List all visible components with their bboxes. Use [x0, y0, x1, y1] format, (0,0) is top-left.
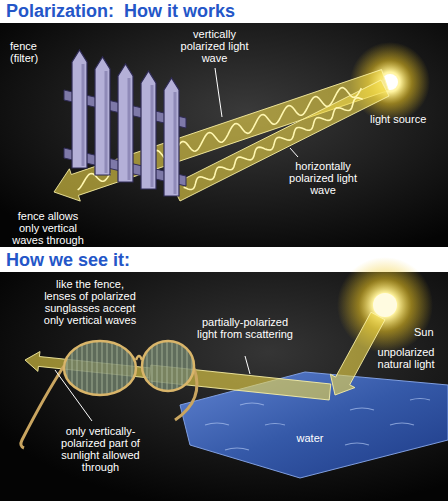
water-ripples — [205, 399, 430, 451]
fence-picket — [95, 57, 110, 175]
lens-line — [72, 335, 73, 400]
callout-label: light source — [370, 113, 440, 125]
leader-lines — [55, 68, 298, 421]
fence-shading — [82, 64, 85, 166]
callout-label: fence allows only vertical waves through — [8, 210, 88, 246]
lens-line — [97, 335, 98, 400]
sun — [373, 293, 397, 317]
callout-label: Sun — [414, 326, 444, 338]
callout-label: only vertically-polarized part of sunlig… — [48, 425, 153, 473]
fence-picket — [118, 64, 133, 182]
callout-label: partially-polarized light from scatterin… — [195, 316, 295, 340]
sun-glow — [337, 257, 433, 353]
fence-picket — [141, 71, 156, 189]
fence-shading — [151, 85, 154, 187]
top-panel — [0, 23, 448, 247]
lens-line — [92, 335, 93, 400]
ripple — [240, 403, 264, 405]
lens-line — [127, 335, 128, 400]
bottom-panel — [0, 272, 448, 501]
leader-line — [245, 356, 250, 374]
fence-shading — [128, 78, 131, 180]
lens-line — [107, 335, 108, 400]
callout-label: horizontally polarized light wave — [283, 160, 363, 196]
glasses-lens — [142, 341, 194, 391]
lens-line — [62, 335, 63, 400]
lens-line — [67, 335, 68, 400]
lens-line — [112, 335, 113, 400]
lens-line — [87, 335, 88, 400]
section-heading: How we see it: — [6, 249, 130, 271]
leader-line — [290, 148, 298, 157]
glasses-frame — [64, 341, 136, 395]
leader-line — [215, 68, 222, 117]
lens-line — [132, 335, 133, 400]
ripple — [265, 424, 285, 426]
ripple — [205, 423, 229, 425]
lens-line — [147, 335, 148, 400]
callout-label: vertically polarized light wave — [172, 28, 257, 64]
callout-label: water — [288, 432, 332, 444]
light-beam — [330, 312, 385, 395]
fence-picket — [164, 78, 179, 196]
glasses-bridge — [136, 356, 142, 360]
lens-line — [102, 335, 103, 400]
fence-shading — [105, 71, 108, 173]
lens-line — [187, 335, 188, 400]
callout-label: fence (filter) — [10, 40, 60, 64]
callout-label: like the fence, lenses of polarized sung… — [40, 278, 140, 326]
fence-shading — [174, 92, 177, 194]
ripple — [350, 408, 374, 410]
light-beam — [172, 80, 389, 201]
ripple — [345, 443, 369, 445]
fence-picket — [72, 50, 87, 168]
fence-filter — [64, 50, 186, 196]
ripple — [225, 448, 249, 450]
ripple — [390, 423, 414, 425]
glasses-lens — [64, 341, 136, 395]
lens-line — [192, 335, 193, 400]
leader-line — [55, 370, 92, 421]
glasses-frame — [142, 341, 194, 391]
callout-label: unpolarized natural light — [374, 346, 438, 370]
glasses-temple — [21, 366, 64, 448]
ripple — [410, 399, 430, 401]
diagram-title: Polarization: How it works — [6, 0, 235, 22]
